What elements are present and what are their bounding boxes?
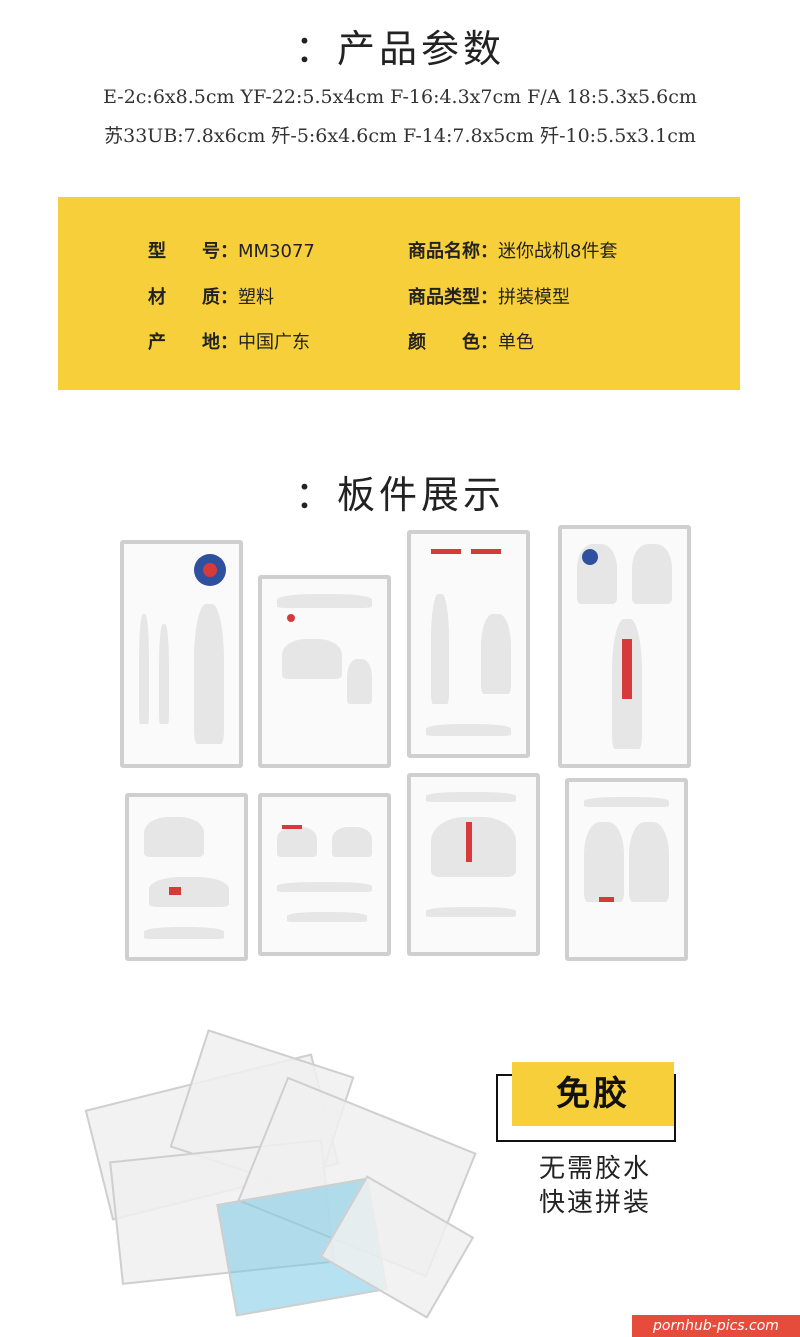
info-panel: 商品名称：迷你战机8件套 型 号：MM3077 商品类型：拼装模型 材 质：塑料… (58, 197, 740, 390)
info-type-value: 拼装模型 (498, 287, 570, 308)
sprue-1 (120, 540, 243, 768)
info-type: 商品类型：拼装模型 (408, 283, 570, 309)
sprue-4 (558, 525, 691, 768)
info-material-value: 塑料 (238, 287, 274, 308)
info-type-label: 商品类型： (408, 287, 498, 308)
sprue-3 (407, 530, 530, 758)
sprue-2 (258, 575, 391, 768)
info-model-label: 型 号： (148, 241, 238, 262)
spec-line-1: E-2c:6x8.5cm YF-22:5.5x4cm F-16:4.3x7cm … (103, 86, 697, 108)
badge-subtitle-1: 无需胶水 (538, 1154, 651, 1184)
info-color-value: 单色 (498, 332, 534, 353)
badge-subtitle-2: 快速拼装 (538, 1188, 651, 1218)
info-model: 型 号：MM3077 (148, 237, 315, 263)
section-title-kits: ：板件展示 (294, 473, 505, 517)
watermark: pornhub-pics.com (632, 1315, 800, 1337)
info-material: 材 质：塑料 (148, 283, 274, 309)
info-name: 商品名称：迷你战机8件套 (408, 237, 617, 263)
info-origin: 产 地：中国广东 (148, 328, 310, 354)
sprue-6 (258, 793, 391, 956)
info-name-value: 迷你战机8件套 (498, 241, 618, 262)
info-model-value: MM3077 (238, 241, 315, 262)
info-origin-label: 产 地： (148, 332, 238, 353)
sprue-7 (407, 773, 540, 956)
section-title-specs: ：产品参数 (294, 27, 505, 71)
no-glue-badge: 免胶 (512, 1062, 674, 1126)
sprue-8 (565, 778, 688, 961)
spec-line-2: 苏33UB:7.8x6cm 歼-5:6x4.6cm F-14:7.8x5cm 歼… (104, 125, 696, 147)
info-origin-value: 中国广东 (238, 332, 310, 353)
bagged-kits-photo (75, 1029, 477, 1319)
kit-sprues-display (110, 525, 700, 965)
info-name-label: 商品名称： (408, 241, 498, 262)
info-color-label: 颜 色： (408, 332, 498, 353)
info-color: 颜 色：单色 (408, 328, 534, 354)
info-material-label: 材 质： (148, 287, 238, 308)
sprue-5 (125, 793, 248, 961)
